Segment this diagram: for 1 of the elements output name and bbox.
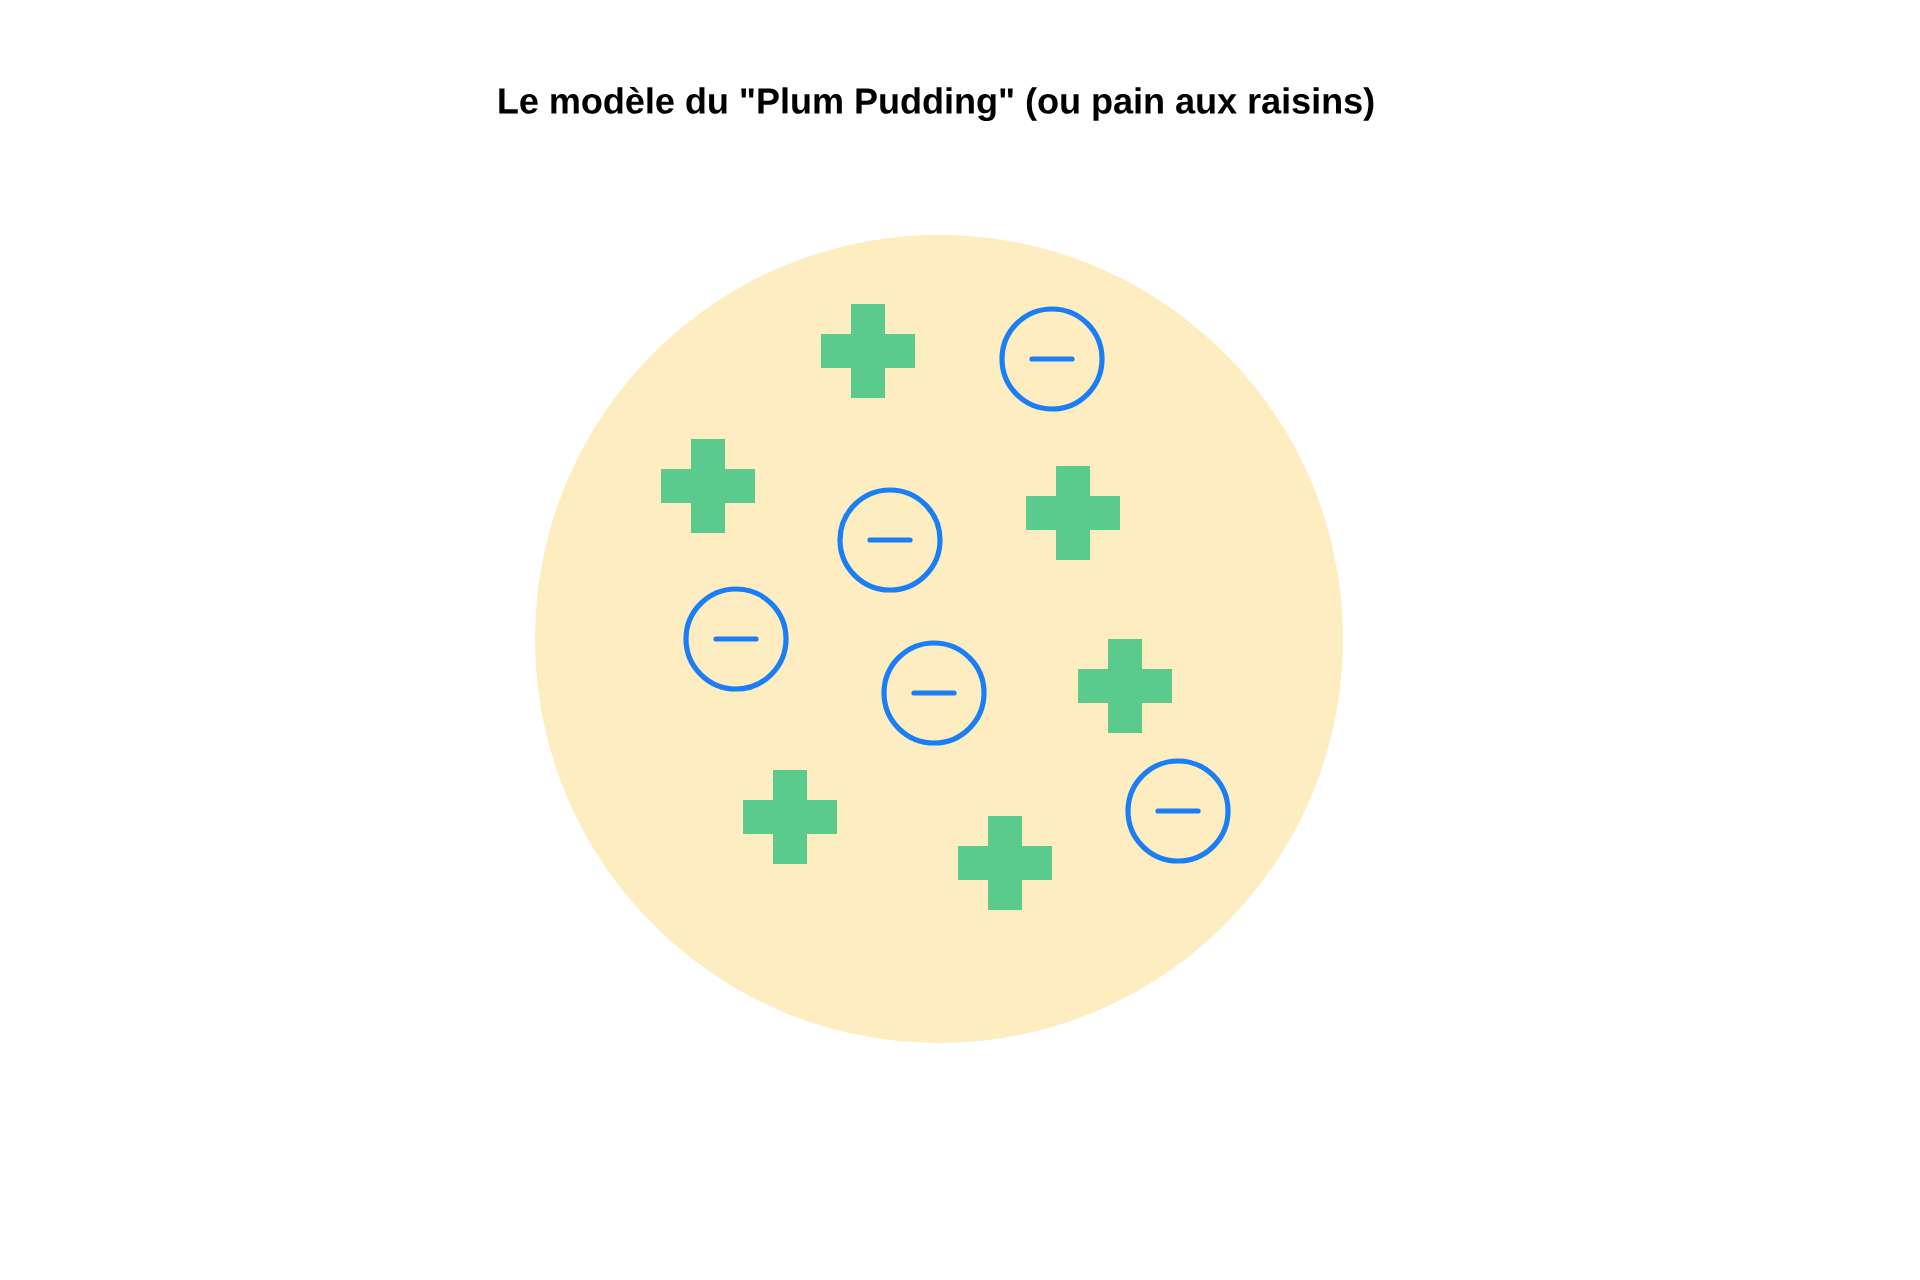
title: Le modèle du "Plum Pudding" (ou pain aux raisins) bbox=[499, 87, 1374, 121]
